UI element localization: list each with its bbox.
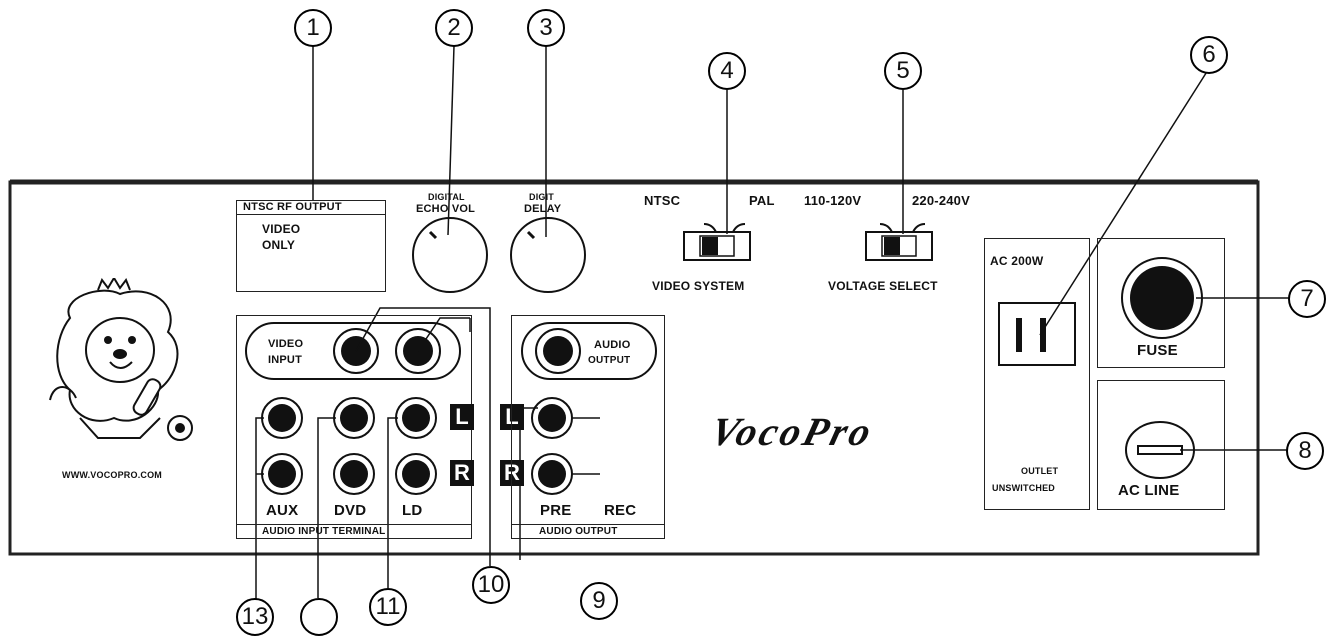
echo-vol-line1: DIGITAL (428, 192, 465, 202)
video-input-line1: VIDEO (268, 338, 304, 350)
pre-l-jack (531, 397, 573, 439)
audio-output-terminal-caption: AUDIO OUTPUT (539, 526, 618, 537)
callout-11: 11 (369, 588, 407, 626)
callout-13: 13 (236, 598, 274, 636)
callout-2: 2 (435, 9, 473, 47)
callout-3: 3 (527, 9, 565, 47)
leader-lines (255, 45, 1289, 604)
fuse-label: FUSE (1137, 342, 1178, 359)
delay-knob (510, 217, 586, 293)
ntsc-label: NTSC (644, 193, 681, 208)
callout-8: 8 (1286, 432, 1324, 470)
video-system-caption: VIDEO SYSTEM (652, 279, 745, 293)
fuse-box (1097, 238, 1225, 368)
voltage-left-label: 110-120V (804, 193, 862, 208)
pre-column-label: PRE (540, 502, 572, 519)
outlet-line1: OUTLET (1021, 466, 1059, 476)
ld-r-jack (395, 453, 437, 495)
callout-6: 6 (1190, 36, 1228, 74)
callout-12 (300, 598, 338, 636)
dvd-column-label: DVD (334, 502, 367, 519)
echo-vol-knob (412, 217, 488, 293)
audio-output-terminal-box (511, 315, 665, 539)
outlet-line2: UNSWITCHED (992, 483, 1055, 493)
outlet-box (984, 238, 1090, 510)
callout-9: 9 (580, 582, 618, 620)
rf-output-line2: ONLY (262, 238, 296, 252)
output-left-tag: L (500, 404, 524, 430)
ac-line-label: AC LINE (1118, 482, 1180, 499)
rf-output-line1: VIDEO (262, 222, 301, 236)
outlet-rating: AC 200W (990, 254, 1044, 268)
voltage-right-label: 220-240V (912, 193, 970, 208)
input-right-tag: R (450, 460, 474, 486)
rec-column-label: REC (604, 502, 637, 519)
aux-r-jack (261, 453, 303, 495)
audio-output-line1: AUDIO (594, 339, 631, 351)
rf-output-box (236, 200, 386, 292)
ld-column-label: LD (402, 502, 423, 519)
ld-l-jack (395, 397, 437, 439)
delay-line1: DIGIT (529, 192, 554, 202)
callout-7: 7 (1288, 280, 1326, 318)
lion-mascot-icon (49, 278, 193, 441)
pre-r-jack (531, 453, 573, 495)
delay-line2: DELAY (524, 203, 562, 215)
output-right-tag: R (500, 460, 524, 486)
aux-column-label: AUX (266, 502, 299, 519)
callout-5: 5 (884, 52, 922, 90)
callout-4: 4 (708, 52, 746, 90)
brand-logo: VocoPro (705, 409, 880, 454)
dvd-r-jack (333, 453, 375, 495)
audio-output-main-jack (535, 328, 581, 374)
audio-input-terminal-caption: AUDIO INPUT TERMINAL (262, 526, 386, 537)
ac-line-box (1097, 380, 1225, 510)
callout-10: 10 (472, 566, 510, 604)
echo-vol-line2: ECHO VOL (416, 203, 476, 215)
input-left-tag: L (450, 404, 474, 430)
website-label: WWW.VOCOPRO.COM (62, 470, 162, 480)
rf-output-title: NTSC RF OUTPUT (243, 201, 342, 213)
ac-outlet-socket (998, 302, 1076, 366)
voltage-select-caption: VOLTAGE SELECT (828, 279, 938, 293)
dvd-l-jack (333, 397, 375, 439)
audio-output-line2: OUTPUT (588, 355, 631, 366)
pal-label: PAL (749, 193, 775, 208)
callout-1: 1 (294, 9, 332, 47)
video-input-line2: INPUT (268, 354, 302, 366)
